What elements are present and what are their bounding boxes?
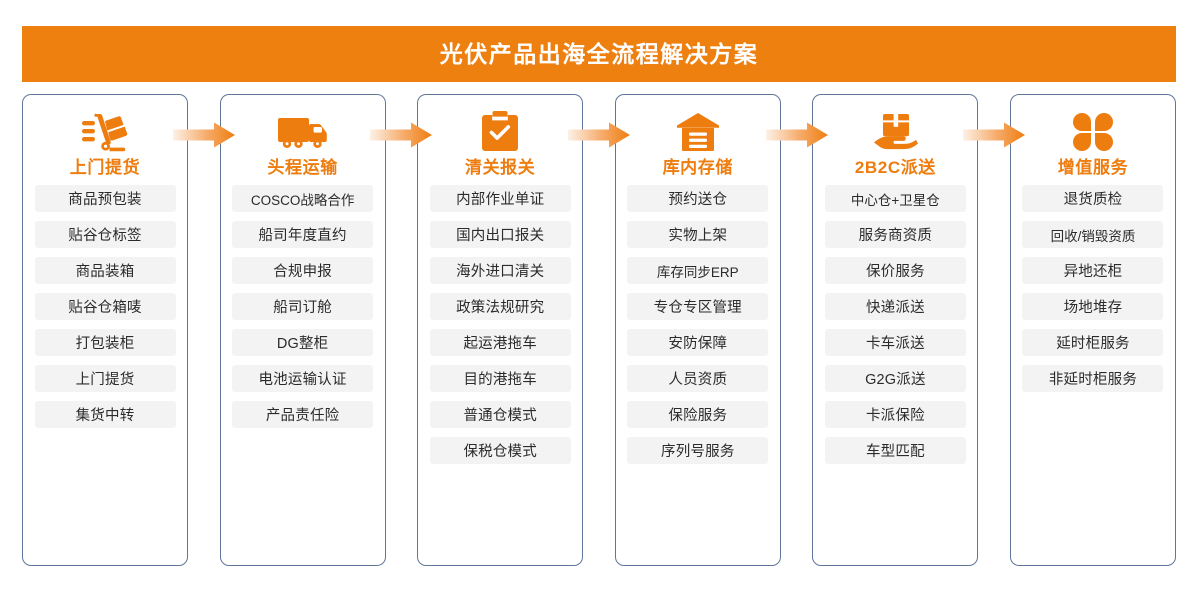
list-item[interactable]: 保税仓模式 [429, 437, 571, 464]
list-item[interactable]: G2G派送 [824, 365, 966, 392]
list-item[interactable]: 保险服务 [627, 401, 769, 428]
list-item[interactable]: 集货中转 [34, 401, 176, 428]
list-item[interactable]: 库存同步ERP [627, 257, 769, 284]
list-item[interactable]: 专仓专区管理 [627, 293, 769, 320]
list-item[interactable]: 服务商资质 [824, 221, 966, 248]
list-item[interactable]: 异地还柜 [1022, 257, 1164, 284]
list-item[interactable]: 商品装箱 [34, 257, 176, 284]
list-item[interactable]: 保价服务 [824, 257, 966, 284]
column-item-list: 预约送仓实物上架库存同步ERP 专仓专区管理安防保障人员资质保险服务序列号服务 [627, 185, 769, 464]
list-item[interactable]: 产品责任险 [232, 401, 374, 428]
list-item[interactable]: 车型匹配 [824, 437, 966, 464]
column-item-list: 商品预包装贴谷仓标签商品装箱贴谷仓箱唛打包装柜上门提货集货中转 [34, 185, 176, 428]
list-item[interactable]: 商品预包装 [34, 185, 176, 212]
list-item[interactable]: 打包装柜 [34, 329, 176, 356]
list-item[interactable]: 非延时柜服务 [1022, 365, 1164, 392]
list-item[interactable]: DG整柜 [232, 329, 374, 356]
list-item[interactable]: 安防保障 [627, 329, 769, 356]
list-item[interactable]: 目的港拖车 [429, 365, 571, 392]
title-bar: 光伏产品出海全流程解决方案 [22, 26, 1176, 82]
clover-icon [1066, 109, 1120, 155]
list-item[interactable]: 内部作业单证 [429, 185, 571, 212]
list-item[interactable]: 退货质检 [1022, 185, 1164, 212]
list-item[interactable]: 中心仓+卫星仓 [824, 185, 966, 212]
page-title: 光伏产品出海全流程解决方案 [439, 40, 759, 67]
list-item[interactable]: 电池运输认证 [232, 365, 374, 392]
column-item-list: 内部作业单证国内出口报关海外进口清关政策法规研究起运港拖车目的港拖车普通仓模式保… [429, 185, 571, 464]
warehouse-icon [671, 109, 725, 155]
list-item[interactable]: 船司订舱 [232, 293, 374, 320]
flow-column-5[interactable]: 2B2C派送中心仓+卫星仓服务商资质保价服务快递派送卡车派送 G2G派送卡派保险车… [812, 94, 979, 566]
list-item[interactable]: 实物上架 [627, 221, 769, 248]
list-item[interactable]: COSCO战略合作 [232, 185, 374, 212]
column-title: 增值服务 [1057, 158, 1129, 177]
column-title: 2B2C派送 [854, 158, 936, 177]
list-item[interactable]: 国内出口报关 [429, 221, 571, 248]
list-item[interactable]: 人员资质 [627, 365, 769, 392]
list-item[interactable]: 船司年度直约 [232, 221, 374, 248]
list-item[interactable]: 延时柜服务 [1022, 329, 1164, 356]
list-item[interactable]: 起运港拖车 [429, 329, 571, 356]
list-item[interactable]: 贴谷仓箱唛 [34, 293, 176, 320]
list-item[interactable]: 海外进口清关 [429, 257, 571, 284]
list-item[interactable]: 快递派送 [824, 293, 966, 320]
list-item[interactable]: 普通仓模式 [429, 401, 571, 428]
column-title: 库内存储 [662, 158, 733, 177]
flow-columns: 上门提货商品预包装贴谷仓标签商品装箱贴谷仓箱唛打包装柜上门提货集货中转 头程运输… [22, 94, 1176, 566]
flow-column-3[interactable]: 清关报关内部作业单证国内出口报关海外进口清关政策法规研究起运港拖车目的港拖车普通… [417, 94, 584, 566]
column-title: 清关报关 [464, 158, 536, 177]
list-item[interactable]: 合规申报 [232, 257, 374, 284]
list-item[interactable]: 贴谷仓标签 [34, 221, 176, 248]
list-item[interactable]: 上门提货 [34, 365, 176, 392]
list-item[interactable]: 卡派保险 [824, 401, 966, 428]
column-title: 头程运输 [267, 158, 338, 177]
clipboard-check-icon [473, 109, 527, 155]
flow-column-1[interactable]: 上门提货商品预包装贴谷仓标签商品装箱贴谷仓箱唛打包装柜上门提货集货中转 [22, 94, 188, 566]
list-item[interactable]: 政策法规研究 [429, 293, 571, 320]
list-item[interactable]: 卡车派送 [824, 329, 966, 356]
column-item-list: 中心仓+卫星仓服务商资质保价服务快递派送卡车派送 G2G派送卡派保险车型匹配 [824, 185, 966, 464]
list-item[interactable]: 序列号服务 [627, 437, 769, 464]
truck-icon [276, 109, 330, 155]
list-item[interactable]: 预约送仓 [627, 185, 769, 212]
list-item[interactable]: 场地堆存 [1022, 293, 1164, 320]
hand-package-icon [868, 109, 922, 155]
column-item-list: COSCO战略合作船司年度直约合规申报船司订舱 DG整柜电池运输认证产品责任险 [232, 185, 374, 428]
flow-column-4[interactable]: 库内存储预约送仓实物上架库存同步ERP 专仓专区管理安防保障人员资质保险服务序列号… [614, 94, 781, 566]
flow-column-2[interactable]: 头程运输 COSCO战略合作船司年度直约合规申报船司订舱 DG整柜电池运输认证产品责… [219, 94, 386, 566]
hand-truck-icon [78, 109, 132, 155]
column-title: 上门提货 [69, 158, 141, 177]
list-item[interactable]: 回收/销毁资质 [1022, 221, 1164, 248]
flow-column-6[interactable]: 增值服务退货质检回收/销毁资质异地还柜场地堆存延时柜服务非延时柜服务 [1009, 94, 1176, 566]
column-item-list: 退货质检回收/销毁资质异地还柜场地堆存延时柜服务非延时柜服务 [1022, 185, 1164, 392]
